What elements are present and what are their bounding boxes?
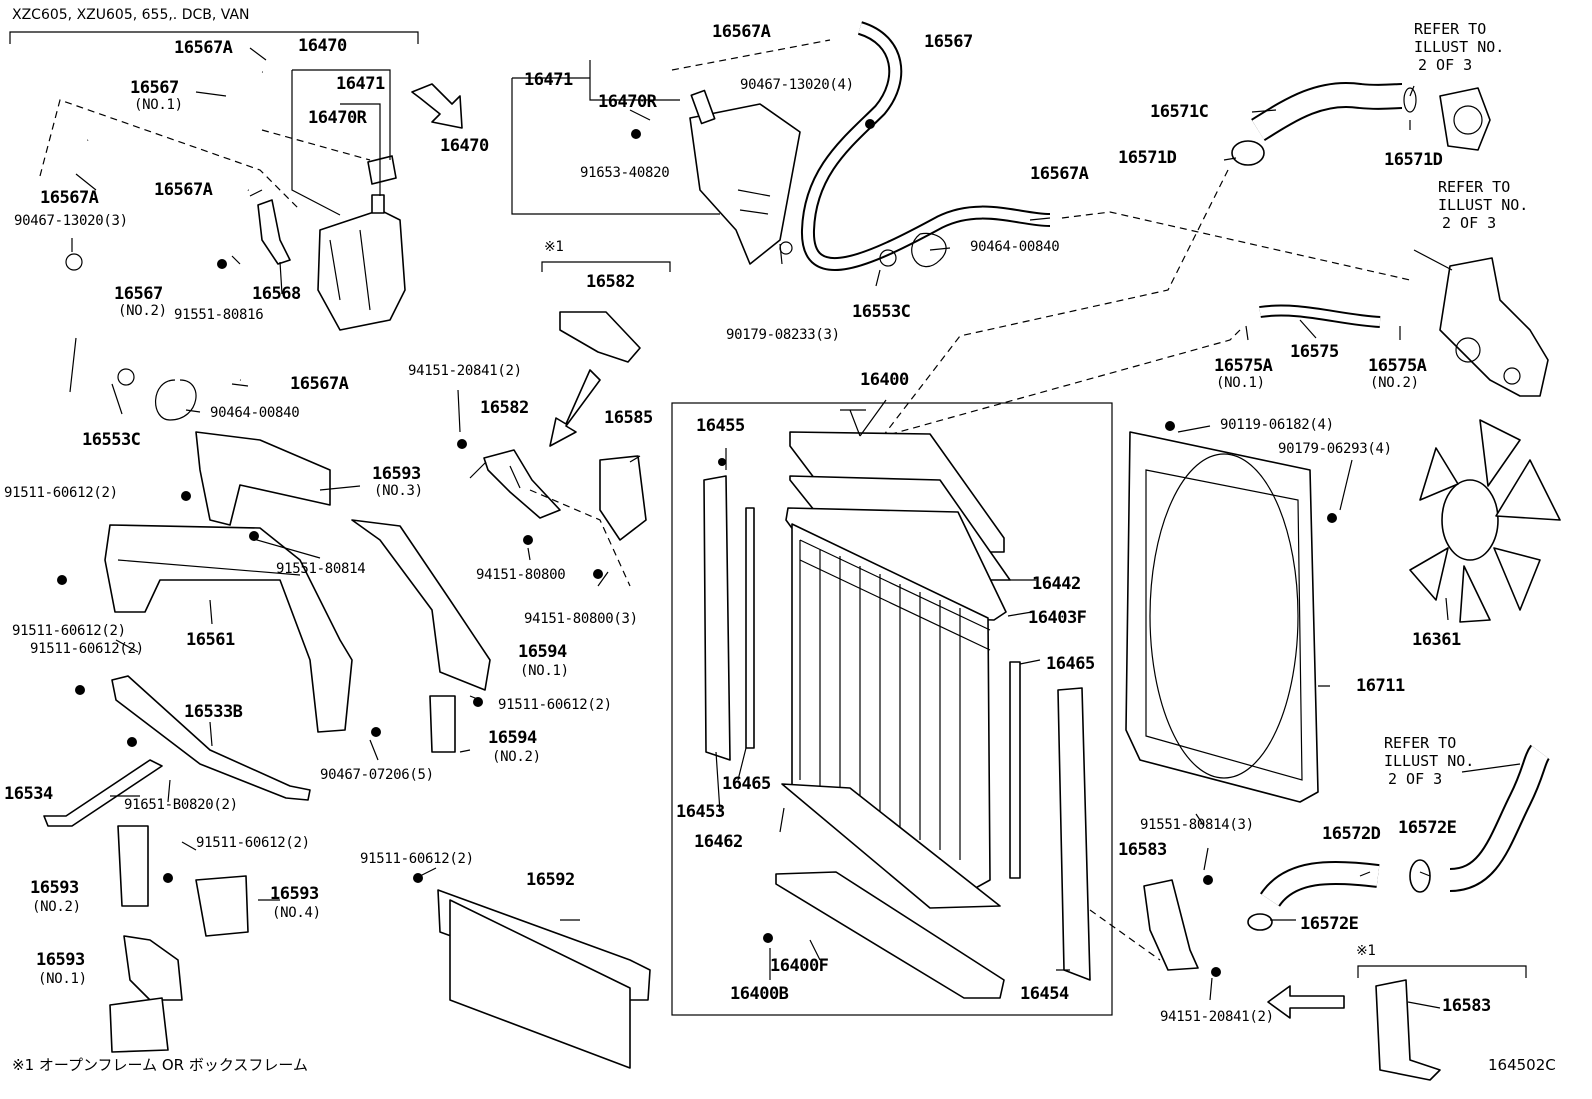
part-label[interactable]: 16567A [154, 180, 213, 200]
part-label[interactable]: 16583 [1442, 996, 1491, 1016]
part-label[interactable]: 16593 [270, 884, 319, 904]
part-label[interactable]: 91511-60612(2) [4, 485, 118, 501]
part-label[interactable]: 16568 [252, 284, 301, 304]
part-label[interactable]: 16400F [770, 956, 829, 976]
part-label[interactable]: 16470R [308, 108, 367, 128]
part-label[interactable]: 16567 [130, 78, 179, 98]
part-label[interactable]: 16442 [1032, 574, 1081, 594]
part-label[interactable]: 91511-60612(2) [360, 851, 474, 867]
part-label[interactable]: 16571D [1118, 148, 1177, 168]
part-label[interactable]: 90467-07206(5) [320, 767, 434, 783]
part-label[interactable]: 16594 [488, 728, 537, 748]
part-label[interactable]: 16462 [694, 832, 743, 852]
part-label[interactable]: 16567A [712, 22, 771, 42]
part-label[interactable]: 16582 [480, 398, 529, 418]
part-label[interactable]: 16471 [524, 70, 573, 90]
part-sub-label: (NO.2) [118, 303, 167, 319]
part-label[interactable]: 16471 [336, 74, 385, 94]
part-label[interactable]: 16403F [1028, 608, 1087, 628]
part-label[interactable]: 94151-80800(3) [524, 611, 638, 627]
footnote-frame-type: ※1 オープンフレーム OR ボックスフレーム [12, 1056, 308, 1074]
part-label[interactable]: 91511-60612(2) [30, 641, 144, 657]
part-label[interactable]: 16594 [518, 642, 567, 662]
part-label[interactable]: 90467-13020(3) [14, 213, 128, 229]
part-label[interactable]: 91653-40820 [580, 165, 670, 181]
part-label[interactable]: 90179-08233(3) [726, 327, 840, 343]
part-label[interactable]: 16582 [586, 272, 635, 292]
part-label[interactable]: 91551-80814(3) [1140, 817, 1254, 833]
part-label[interactable]: 91551-80816 [174, 307, 264, 323]
part-label[interactable]: 90179-06293(4) [1278, 441, 1392, 457]
part-label[interactable]: 16400 [860, 370, 909, 390]
part-label[interactable]: 16575 [1290, 342, 1339, 362]
part-sub-label: (NO.1) [38, 971, 87, 987]
part-label[interactable]: 91511-60612(2) [12, 623, 126, 639]
part-label[interactable]: 16572D [1322, 824, 1381, 844]
part-label[interactable]: 16533B [184, 702, 243, 722]
part-label[interactable]: 91551-80814 [276, 561, 366, 577]
part-label[interactable]: 16567 [114, 284, 163, 304]
part-label[interactable]: 16567A [174, 38, 233, 58]
part-label[interactable]: 90464-00840 [210, 405, 300, 421]
part-sub-label: (NO.3) [374, 483, 423, 499]
part-label[interactable]: 91511-60612(2) [196, 835, 310, 851]
part-label[interactable]: 16592 [526, 870, 575, 890]
part-label[interactable]: 16575A [1368, 356, 1427, 376]
part-label[interactable]: 90467-13020(4) [740, 77, 854, 93]
part-label[interactable]: 91511-60612(2) [498, 697, 612, 713]
part-label[interactable]: 16567 [924, 32, 973, 52]
part-label[interactable]: 16583 [1118, 840, 1167, 860]
part-label[interactable]: 16470 [440, 136, 489, 156]
part-label[interactable]: 16465 [1046, 654, 1095, 674]
part-label[interactable]: 16561 [186, 630, 235, 650]
part-label[interactable]: 16400B [730, 984, 789, 1004]
part-label[interactable]: 16572E [1300, 914, 1359, 934]
part-label[interactable]: 16593 [30, 878, 79, 898]
part-label[interactable]: 16567A [290, 374, 349, 394]
part-label[interactable]: 16470 [298, 36, 347, 56]
part-label[interactable]: 90119-06182(4) [1220, 417, 1334, 433]
part-sub-label: (NO.1) [1216, 375, 1265, 391]
part-label[interactable]: 16575A [1214, 356, 1273, 376]
part-sub-label: (NO.2) [1370, 375, 1419, 391]
part-label[interactable]: 16585 [604, 408, 653, 428]
part-label[interactable]: 90464-00840 [970, 239, 1060, 255]
part-label[interactable]: 16361 [1412, 630, 1461, 650]
part-sub-label: (NO.1) [134, 97, 183, 113]
part-label[interactable]: 16553C [82, 430, 141, 450]
part-label[interactable]: 94151-80800 [476, 567, 566, 583]
part-label[interactable]: 16711 [1356, 676, 1405, 696]
frame-mark: ※1 [544, 239, 564, 255]
part-sub-label: (NO.2) [32, 899, 81, 915]
part-label[interactable]: 16465 [722, 774, 771, 794]
part-label[interactable]: 16454 [1020, 984, 1069, 1004]
part-label[interactable]: 16455 [696, 416, 745, 436]
model-header: XZC605, XZU605, 655,. DCB, VAN [12, 7, 250, 23]
part-label[interactable]: 16571D [1384, 150, 1443, 170]
part-label[interactable]: 16593 [372, 464, 421, 484]
part-sub-label: (NO.1) [520, 663, 569, 679]
part-label[interactable]: 16571C [1150, 102, 1209, 122]
frame-mark: ※1 [1356, 943, 1376, 959]
illustration-id: 164502C [1488, 1056, 1556, 1074]
part-label[interactable]: 16567A [40, 188, 99, 208]
part-label[interactable]: 16470R [598, 92, 657, 112]
part-label[interactable]: 94151-20841(2) [1160, 1009, 1274, 1025]
part-label[interactable]: 16567A [1030, 164, 1089, 184]
part-label[interactable]: 16553C [852, 302, 911, 322]
part-label[interactable]: 91651-B0820(2) [124, 797, 238, 813]
part-label[interactable]: 16572E [1398, 818, 1457, 838]
part-label[interactable]: 16534 [4, 784, 53, 804]
part-sub-label: (NO.4) [272, 905, 321, 921]
part-sub-label: (NO.2) [492, 749, 541, 765]
part-label[interactable]: 16593 [36, 950, 85, 970]
part-label[interactable]: 94151-20841(2) [408, 363, 522, 379]
part-label[interactable]: 16453 [676, 802, 725, 822]
